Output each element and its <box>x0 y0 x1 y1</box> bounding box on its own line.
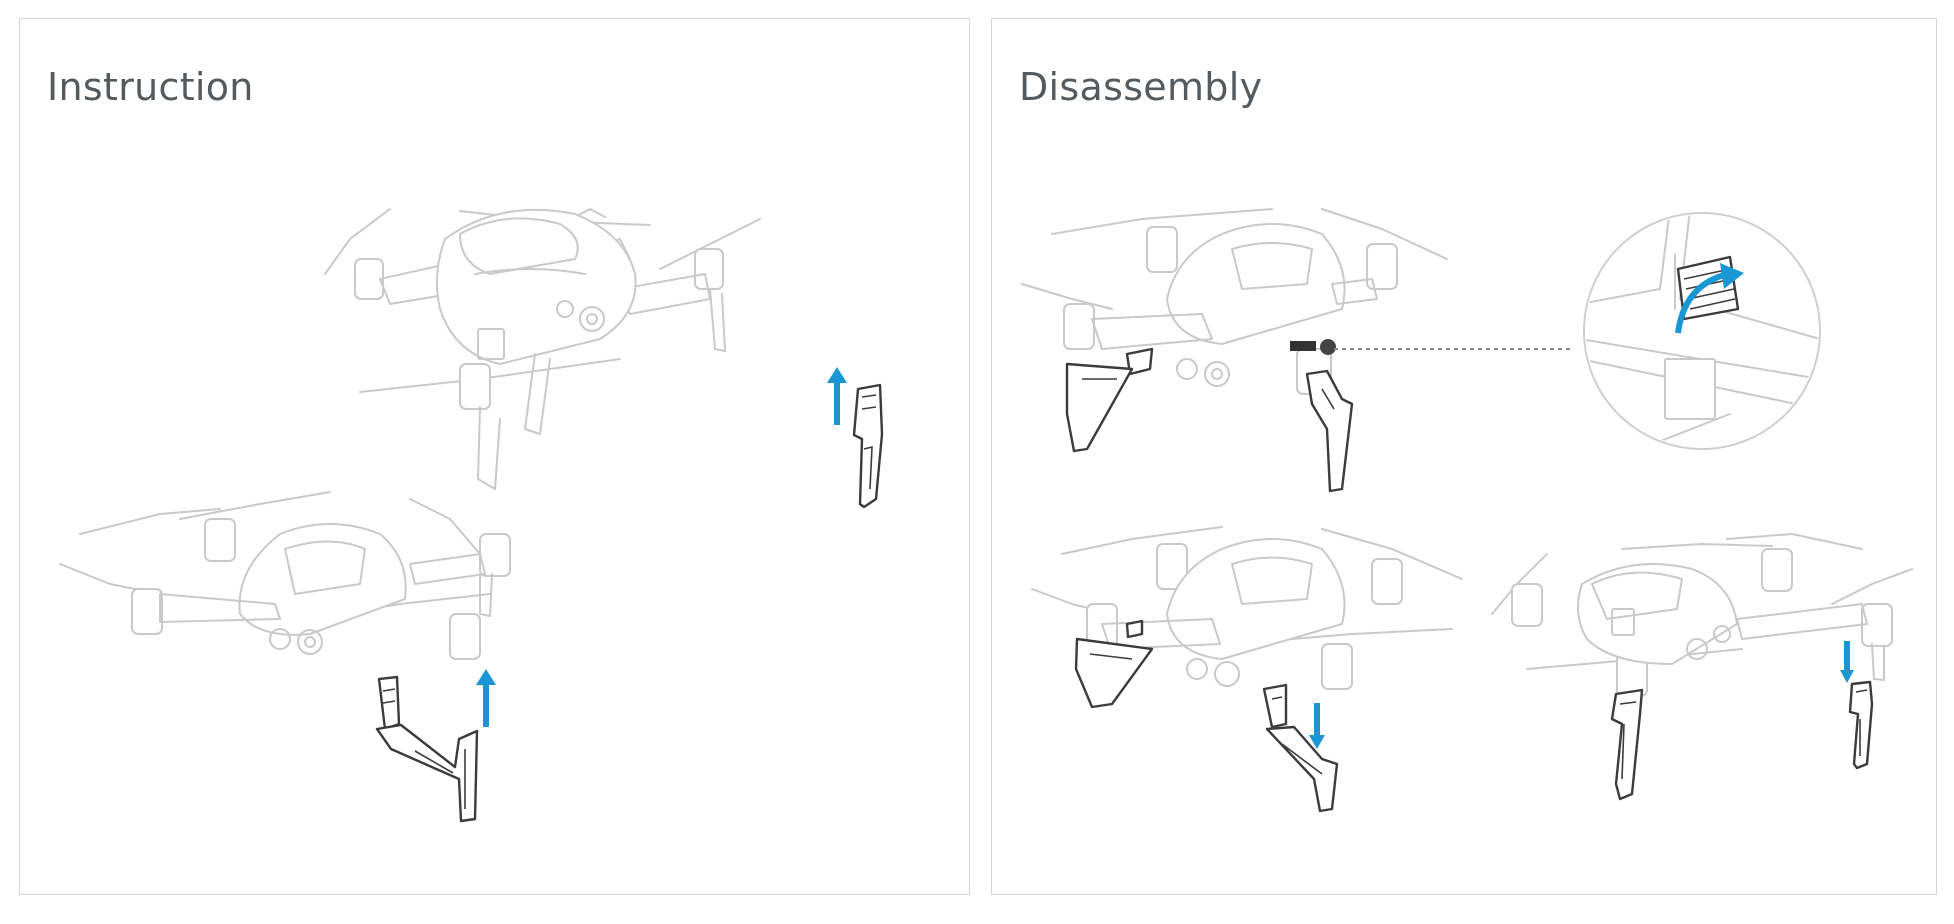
arrow-down-icon <box>1309 703 1325 749</box>
instruction-panel: Instruction <box>19 18 970 895</box>
drone-illustration-top <box>1021 208 1448 493</box>
drone-body <box>324 208 761 490</box>
release-tab <box>1290 341 1316 351</box>
arrow-up-icon <box>827 367 847 425</box>
drone-body <box>1491 533 1913 697</box>
drone-illustration-upper <box>324 208 761 490</box>
drone-illustration-bottom-left <box>1031 526 1463 813</box>
panel-title-instruction: Instruction <box>47 65 254 109</box>
arrow-down-icon <box>1840 641 1854 683</box>
panel-title-disassembly: Disassembly <box>1019 65 1263 109</box>
arrow-up-icon <box>476 669 496 727</box>
drone-illustration-bottom-right <box>1491 533 1913 801</box>
drone-body <box>1021 208 1448 395</box>
landing-gear-removed <box>1610 680 1874 801</box>
leader-line <box>1334 348 1572 350</box>
curved-arrow-icon <box>1675 263 1744 334</box>
drone-body <box>59 491 511 660</box>
landing-gear-attached <box>1065 347 1354 493</box>
landing-gear-upper <box>852 383 884 509</box>
landing-gear-lower <box>375 675 479 823</box>
pointer-dot <box>1320 339 1336 355</box>
landing-gear-detaching <box>1074 619 1339 813</box>
detail-callout <box>1583 212 1821 450</box>
drone-illustration-lower <box>59 491 511 660</box>
disassembly-panel: Disassembly <box>991 18 1937 895</box>
